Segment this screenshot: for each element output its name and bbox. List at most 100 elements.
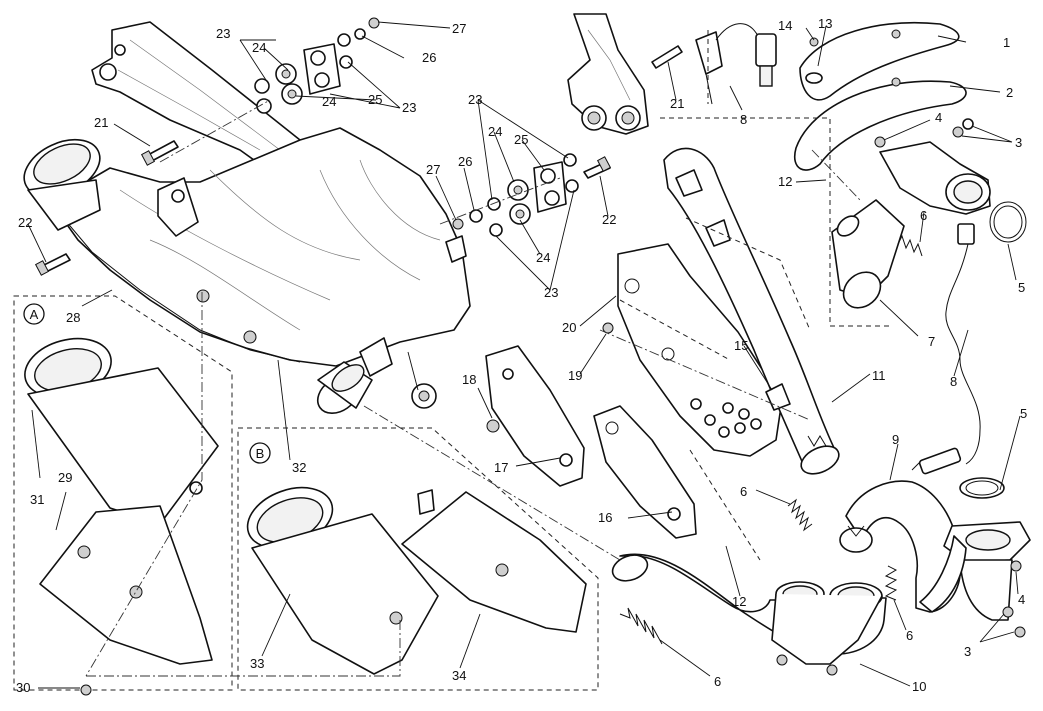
- front-header-flange: [879, 141, 991, 215]
- label-part-3-top: 3: [1015, 135, 1022, 150]
- silencer-inlet-pipe: [316, 361, 373, 414]
- silencer-outlet-end: [23, 138, 101, 231]
- group-badge-b-label: B: [256, 446, 265, 461]
- heat-shield-20: [617, 243, 783, 457]
- label-part-29: 29: [58, 470, 72, 485]
- label-part-22-center: 22: [602, 212, 616, 227]
- label-part-4-top: 4: [935, 110, 942, 125]
- fixing-13-14: [805, 37, 823, 84]
- label-part-15: 15: [734, 338, 748, 353]
- silencer-rivet-a: [196, 289, 210, 303]
- label-part-26-a: 26: [422, 50, 436, 65]
- bolt-22-center: [583, 156, 612, 179]
- mount-washer-stack-left: [254, 17, 380, 114]
- lambda-sensor-top: [695, 23, 777, 105]
- spring-6-right: [884, 565, 898, 601]
- muffler-cover-29: [39, 505, 213, 665]
- label-part-26-b: 26: [458, 154, 472, 169]
- bolt-21-center: [651, 45, 683, 69]
- heat-shield-16: [593, 405, 697, 539]
- silencer-mount-tab: [157, 177, 199, 237]
- label-part-33: 33: [250, 656, 264, 671]
- frame-bracket-left: [91, 21, 319, 191]
- front-pipe-9: [839, 480, 961, 613]
- label-part-6-right: 6: [906, 628, 913, 643]
- label-part-14: 14: [778, 18, 792, 33]
- label-part-21-left: 21: [94, 115, 108, 130]
- lambda-sensor-bottom: [911, 447, 962, 475]
- label-part-10: 10: [912, 679, 926, 694]
- label-part-1: 1: [1003, 35, 1010, 50]
- muffler-cover-33: [246, 486, 439, 675]
- label-part-30: 30: [16, 680, 30, 695]
- spring-6-top: [897, 234, 923, 257]
- exhaust-port-flange-5: [919, 477, 1031, 621]
- label-part-27-b: 27: [426, 162, 440, 177]
- washer-18: [486, 419, 500, 433]
- muffler-cover-34: [401, 491, 587, 633]
- label-part-22-left: 22: [18, 215, 32, 230]
- label-part-24-a: 24: [252, 40, 266, 55]
- group-badge-a-label: A: [30, 307, 39, 322]
- label-part-20: 20: [562, 320, 576, 335]
- label-part-23-d: 23: [544, 285, 558, 300]
- part-labels: 1 2 3 3 4 4 5 5 6 6 6 6 7 8 8 9 10 11 12…: [16, 16, 1027, 695]
- label-part-25-a: 25: [368, 92, 382, 107]
- screw-30: [80, 684, 92, 696]
- heat-shield-2: [793, 77, 967, 171]
- assembly-lines: [85, 30, 890, 677]
- label-part-8-top: 8: [740, 112, 747, 127]
- label-part-23-b: 23: [402, 100, 416, 115]
- group-badge-a: A: [23, 303, 45, 325]
- silencer-body: [57, 127, 471, 367]
- gasket-5-top: [989, 201, 1027, 243]
- sensor-boss-12-mid: [675, 169, 791, 411]
- label-part-12-bottom: 12: [732, 594, 746, 609]
- label-part-9: 9: [892, 432, 899, 447]
- label-part-13: 13: [818, 16, 832, 31]
- label-part-12-top: 12: [778, 174, 792, 189]
- sensor-connector-top: [945, 223, 981, 465]
- rubber-grommet-7: [411, 383, 437, 409]
- leader-lines: [27, 21, 1021, 689]
- label-part-24-c: 24: [488, 124, 502, 139]
- heat-shield-1: [799, 21, 960, 101]
- label-part-34: 34: [452, 668, 466, 683]
- heat-shield-17: [485, 345, 585, 487]
- label-part-24-d: 24: [536, 250, 550, 265]
- front-header-pipe-7: [831, 199, 905, 309]
- label-part-32: 32: [292, 460, 306, 475]
- label-part-8-bottom: 8: [950, 374, 957, 389]
- label-part-17: 17: [494, 460, 508, 475]
- label-part-23-a: 23: [216, 26, 230, 41]
- label-part-25-b: 25: [514, 132, 528, 147]
- label-part-3-bottom: 3: [964, 644, 971, 659]
- mount-washer-stack-center: [452, 153, 579, 237]
- label-part-24-b: 24: [322, 94, 336, 109]
- bolt-21-left: [140, 140, 179, 166]
- muffler-cover-31: [24, 337, 219, 525]
- label-part-31: 31: [30, 492, 44, 507]
- frame-bracket-center: [567, 13, 649, 135]
- collector-pipe-10: [611, 553, 887, 676]
- silencer-bracket-right: [359, 235, 467, 377]
- label-part-6-top: 6: [920, 208, 927, 223]
- label-part-21-center: 21: [670, 96, 684, 111]
- label-part-18: 18: [462, 372, 476, 387]
- label-part-5-top: 5: [1018, 280, 1025, 295]
- label-part-6-bottom: 6: [714, 674, 721, 689]
- clip-b: [417, 489, 435, 515]
- label-part-6-mid: 6: [740, 484, 747, 499]
- fixing-3-4-bottom: [1002, 560, 1026, 638]
- label-part-16: 16: [598, 510, 612, 525]
- label-part-28: 28: [66, 310, 80, 325]
- label-part-11: 11: [872, 368, 886, 383]
- group-badge-b: B: [249, 442, 271, 464]
- label-part-7: 7: [928, 334, 935, 349]
- label-part-2: 2: [1006, 85, 1013, 100]
- silencer-rivet-b: [243, 330, 257, 344]
- label-part-4-bottom: 4: [1018, 592, 1025, 607]
- fixing-3-4-top: [874, 118, 974, 148]
- spring-6-mid: [787, 498, 813, 532]
